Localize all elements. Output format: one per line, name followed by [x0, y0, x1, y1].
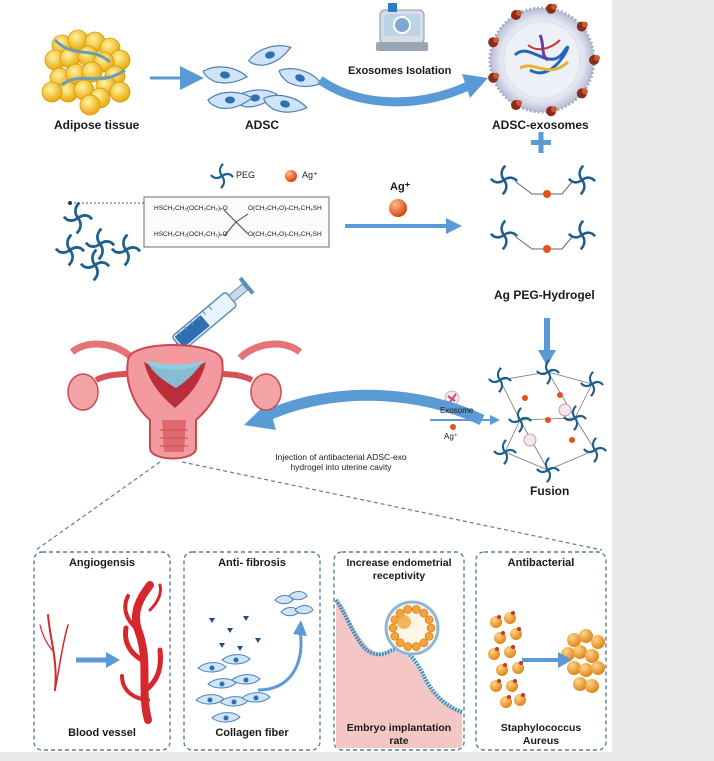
- blood-vessel-large-icon: [122, 585, 161, 720]
- panel-title-angiogenesis: Angiogensis: [34, 557, 170, 569]
- peg-star-icon: [211, 164, 233, 188]
- label-injection-line2: hydrogel into uterine cavity: [256, 462, 426, 472]
- plus-icon-v: [539, 132, 544, 153]
- adsc-exosome-icon: [488, 4, 600, 116]
- panel-caption-blood-vessel: Blood vessel: [34, 727, 170, 739]
- label-fusion: Fusion: [530, 484, 569, 498]
- uterus-icon: [68, 344, 300, 458]
- label-adsc: ADSC: [245, 118, 279, 132]
- chem-formula-3: HSCH₂CH₂(OCH₂CH₂)ₙO: [154, 230, 228, 238]
- label-ag-peg-hydrogel: Ag PEG-Hydrogel: [494, 288, 595, 302]
- label-injection: Injection of antibacterial ADSC-exo hydr…: [256, 452, 426, 472]
- peg-molecules-icon: [56, 203, 140, 281]
- centrifuge-icon: [376, 3, 428, 51]
- label-exosome-isolation: Exosomes Isolation: [348, 65, 451, 77]
- panel-title-antibacterial: Antibacterial: [476, 557, 606, 569]
- panel-title-anti-fibrosis: Anti- fibrosis: [184, 557, 320, 569]
- chem-formula-1: HSCH₂CH₂(OCH₂CH₂)ₙO: [154, 204, 228, 212]
- label-ag-legend: Ag⁺: [302, 170, 318, 181]
- label-adipose: Adipose tissue: [54, 118, 139, 132]
- label-adsc-exosomes: ADSC-exosomes: [492, 118, 589, 132]
- arrow-exosome-isolation: [320, 80, 468, 102]
- panel-caption-embryo: Embryo implantation rate: [340, 722, 458, 748]
- label-peg-legend: PEG: [236, 170, 255, 180]
- label-ag-small: Ag⁺: [444, 432, 458, 441]
- ag-ion-legend-icon: [285, 170, 297, 182]
- label-ag-arrow: Ag⁺: [390, 180, 410, 193]
- adsc-cells-icon: [202, 42, 323, 118]
- panel-caption-staphylococcus: Staphylococcus Aureus: [486, 722, 596, 748]
- blood-vessel-small-icon: [40, 615, 68, 690]
- label-injection-line1: Injection of antibacterial ADSC-exo: [256, 452, 426, 462]
- collagen-fiber-icon: [196, 592, 313, 723]
- arrow-fibrosis: [258, 630, 301, 690]
- callout-right: [182, 462, 602, 550]
- chem-formula-2: O(CH₂CH₂O)ₙCH₂CH₂SH: [248, 204, 322, 212]
- adipose-tissue-icon: [42, 30, 130, 115]
- panel-title-receptivity: Increase endometrial receptivity: [340, 557, 458, 583]
- panel-caption-collagen: Collagen fiber: [184, 727, 320, 739]
- chem-formula-4: O(CH₂CH₂O)ₙCH₂CH₂SH: [248, 230, 322, 238]
- ag-ion-icon: [389, 199, 407, 217]
- callout-left: [36, 462, 160, 550]
- label-exosome: Exosome: [440, 406, 473, 415]
- fusion-network-icon: [489, 360, 606, 482]
- ag-small-icon: [450, 424, 456, 430]
- ag-peg-hydrogel-molecules: [491, 166, 595, 253]
